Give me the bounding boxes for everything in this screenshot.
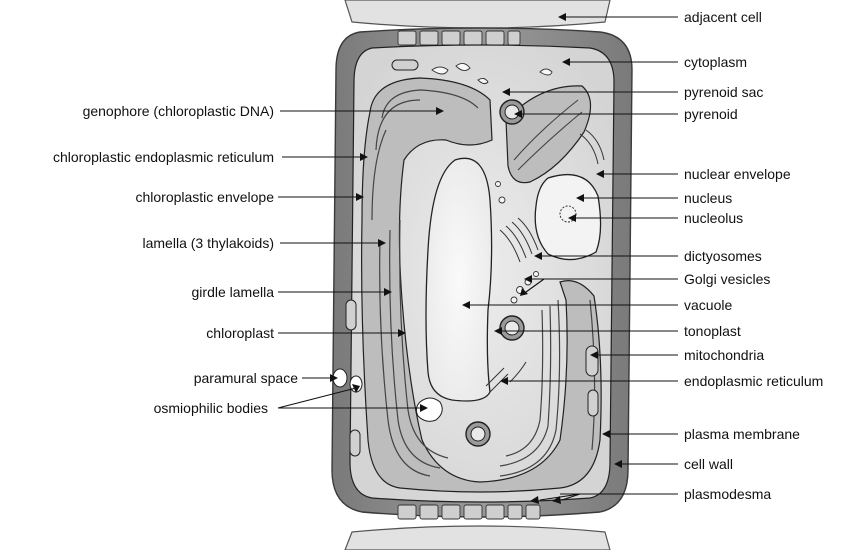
label-osmiophilic-bodies: osmiophilic bodies [154,400,268,416]
label-nuclear-envelope: nuclear envelope [684,166,791,182]
label-dictyosomes: dictyosomes [684,248,762,264]
adjacent-cell-top [345,0,610,28]
label-nucleolus: nucleolus [684,210,743,226]
label-paramural-space: paramural space [194,370,298,386]
label-plasma-membrane: plasma membrane [684,426,800,442]
label-mitochondria: mitochondria [684,347,764,363]
label-pyrenoid: pyrenoid [684,106,738,122]
label-chloroplastic-er: chloroplastic endoplasmic reticulum [53,149,274,165]
label-chloroplast: chloroplast [206,325,274,341]
label-chloroplastic-envelope: chloroplastic envelope [135,189,274,205]
label-nucleus: nucleus [684,190,732,206]
plasmodesma-row-top [398,31,520,45]
label-golgi-vesicles: Golgi vesicles [684,271,770,287]
nucleus [535,175,600,260]
label-genophore: genophore (chloroplastic DNA) [83,103,274,119]
vacuole [426,158,492,401]
label-plasmodesma: plasmodesma [684,486,771,502]
label-cell-wall: cell wall [684,456,733,472]
labels-left: genophore (chloroplastic DNA) chloroplas… [53,103,298,416]
label-tonoplast: tonoplast [684,323,741,339]
label-endoplasmic-reticulum: endoplasmic reticulum [684,373,823,389]
label-girdle-lamella: girdle lamella [192,284,275,300]
pyrenoid-middle [500,316,524,340]
label-lamella: lamella (3 thylakoids) [143,235,275,251]
labels-right: adjacent cell cytoplasm pyrenoid sac pyr… [684,9,823,502]
label-cytoplasm: cytoplasm [684,54,747,70]
label-adjacent-cell: adjacent cell [684,9,762,25]
adjacent-cell-bottom [345,526,610,550]
label-vacuole: vacuole [684,297,732,313]
pyrenoid-bottom [466,422,490,446]
label-pyrenoid-sac: pyrenoid sac [684,84,763,100]
